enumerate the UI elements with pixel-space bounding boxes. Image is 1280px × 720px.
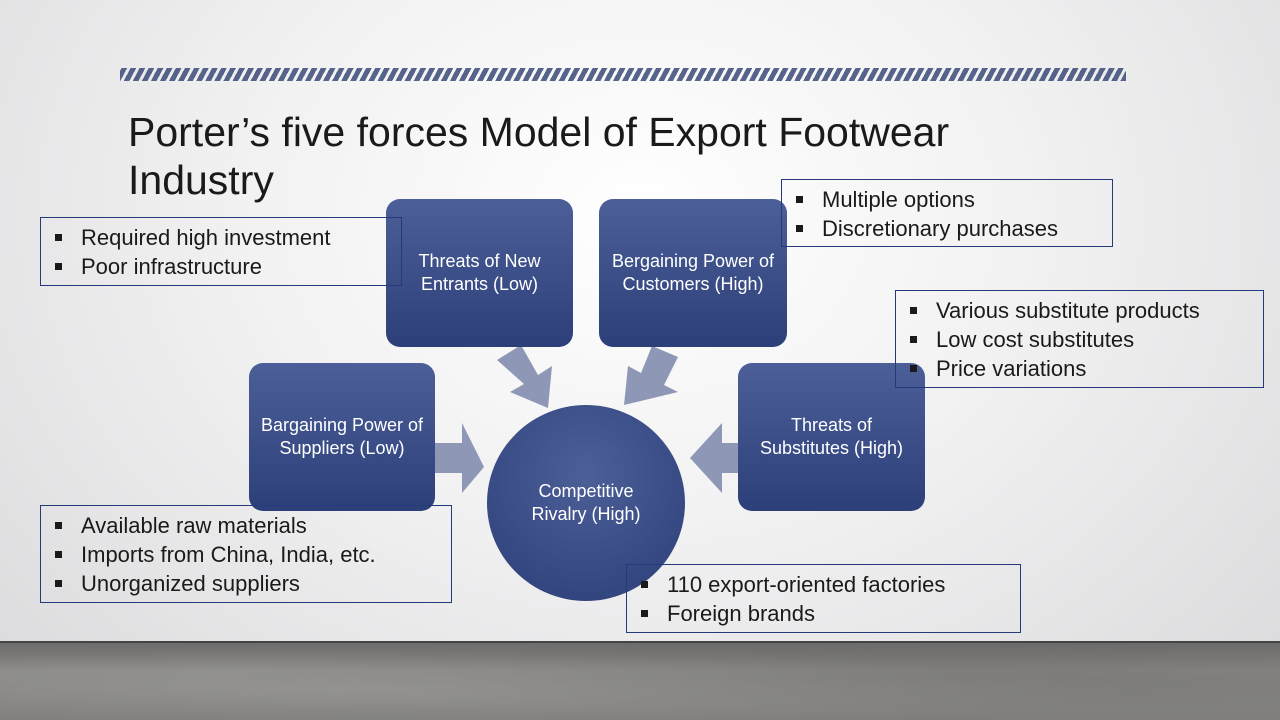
center-rivalry-label: Competitive Rivalry (High) [531,481,641,524]
note-item: Required high investment [53,223,393,252]
arrow-customers [624,346,678,405]
arrow-suppliers [435,423,484,493]
force-customers-label: Bergaining Power of Customers (High) [611,251,775,294]
note-new-entrants: Required high investment Poor infrastruc… [40,217,402,286]
note-suppliers: Available raw materials Imports from Chi… [40,505,452,603]
note-item: Foreign brands [639,599,1012,628]
force-suppliers-label: Bargaining Power of Suppliers (Low) [260,415,424,458]
floor-background [0,641,1280,720]
note-substitutes: Various substitute products Low cost sub… [895,290,1264,388]
note-item: Multiple options [794,185,1104,214]
force-customers: Bergaining Power of Customers (High) [599,199,787,347]
note-item: Available raw materials [53,511,443,540]
note-item: Imports from China, India, etc. [53,540,443,569]
force-suppliers: Bargaining Power of Suppliers (Low) [249,363,435,511]
note-item: Discretionary purchases [794,214,1104,243]
note-item: Low cost substitutes [908,325,1255,354]
arrow-substitutes [690,423,738,493]
force-substitutes-label: Threats of Substitutes (High) [759,415,904,458]
force-new-entrants: Threats of New Entrants (Low) [386,199,573,347]
note-item: 110 export-oriented factories [639,570,1012,599]
note-item: Unorganized suppliers [53,569,443,598]
note-rivalry: 110 export-oriented factories Foreign br… [626,564,1021,633]
note-customers: Multiple options Discretionary purchases [781,179,1113,247]
arrow-new-entrants [497,345,552,408]
force-substitutes: Threats of Substitutes (High) [738,363,925,511]
slide-title: Porter’s five forces Model of Export Foo… [128,109,950,203]
decorative-stripe [120,68,1126,81]
center-rivalry: Competitive Rivalry (High) [487,405,685,601]
force-new-entrants-label: Threats of New Entrants (Low) [418,251,541,294]
note-item: Poor infrastructure [53,252,393,281]
note-item: Various substitute products [908,296,1255,325]
note-item: Price variations [908,354,1255,383]
